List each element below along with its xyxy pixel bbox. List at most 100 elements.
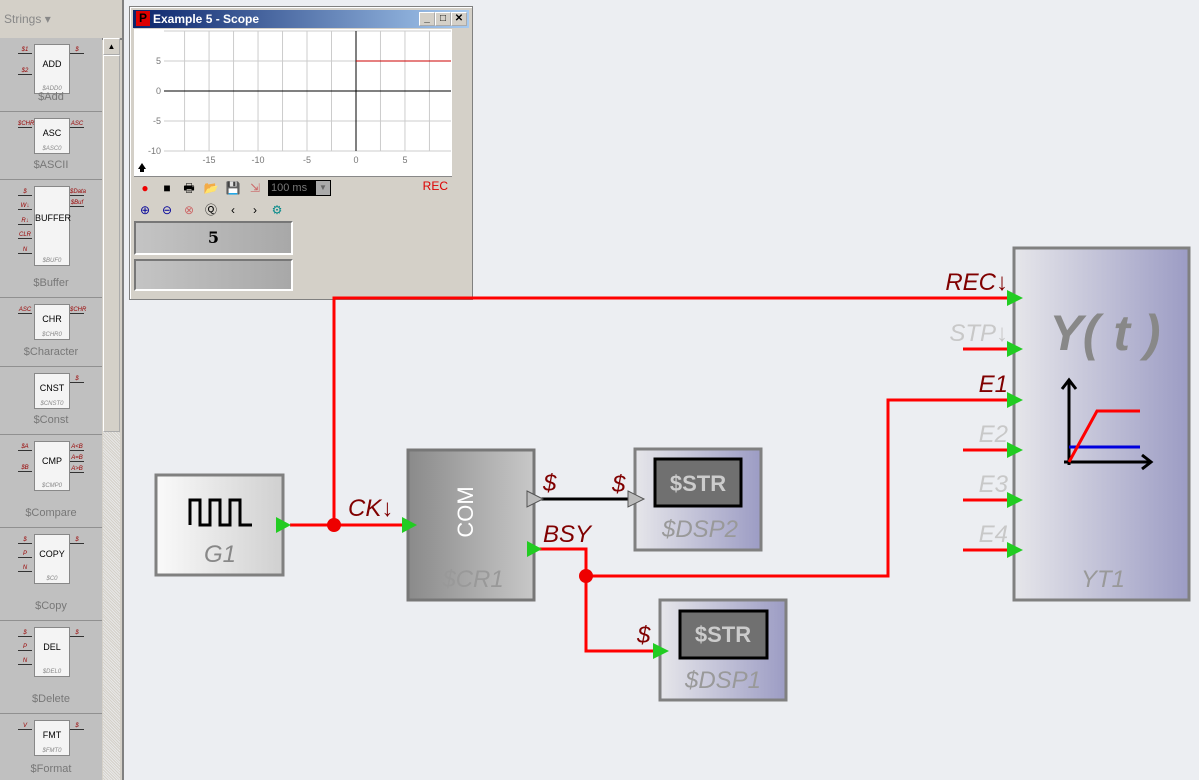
output-pin-label: A<B <box>70 444 84 451</box>
window-title: Example 5 - Scope <box>153 12 260 26</box>
string-input-pin[interactable] <box>627 490 646 508</box>
palette-item-label: $ASCII <box>33 159 69 171</box>
export-icon[interactable]: ⇲ <box>249 181 261 195</box>
palette-scrollbar[interactable]: ▲ <box>103 38 120 780</box>
string-output-pin[interactable] <box>526 490 545 508</box>
x-tick-label: 0 <box>353 155 358 165</box>
close-button[interactable]: ✕ <box>451 12 467 26</box>
block-icon: CMP$CMP0 <box>34 441 70 491</box>
input-pin-label: $B <box>18 465 32 472</box>
x-tick-label: -5 <box>303 155 311 165</box>
app-logo-icon: P <box>136 11 150 26</box>
output-pin-label: $Data <box>70 189 87 196</box>
print-icon[interactable]: 🖶 <box>183 181 195 195</box>
block-icon: ASC$ASC0 <box>34 118 70 154</box>
block-dsp1[interactable]: $STR $DSP1 $ <box>636 598 788 702</box>
block-g1[interactable]: G1 <box>154 473 291 577</box>
output-pin-label: $ <box>70 537 84 544</box>
title-bar[interactable]: P Example 5 - Scope _ □ ✕ <box>133 10 469 28</box>
output-pin-label: A>B <box>70 466 84 473</box>
block-label: CHR <box>42 313 62 324</box>
input-pin[interactable] <box>1007 442 1023 458</box>
input-pin-label: P <box>18 644 32 651</box>
scroll-up-button[interactable]: ▲ <box>103 38 120 55</box>
input-pin-label: N <box>18 247 32 254</box>
rate-select[interactable]: 100 ms <box>268 180 331 196</box>
input-pin-label: $A <box>18 444 32 451</box>
output-pin[interactable] <box>276 517 291 533</box>
maximize-button[interactable]: □ <box>435 12 451 26</box>
input-pin-label: N <box>18 658 32 665</box>
input-pin-label: $ <box>18 537 32 544</box>
input-pin[interactable] <box>1007 542 1023 558</box>
chart-icon <box>1060 377 1154 471</box>
settings-icon[interactable]: ⚙ <box>271 203 283 217</box>
output-pin-label: $CHR <box>70 307 87 314</box>
block-com[interactable]: COM $CR1 CK↓ $ BSY <box>348 448 593 602</box>
block-sub: $C0 <box>46 576 58 582</box>
zoom-y-plus-icon[interactable]: ⊕ <box>139 203 151 217</box>
block-icon: BUFFER$BUF0 <box>34 186 71 266</box>
palette-item-label: $Character <box>23 346 79 358</box>
palette-item-add[interactable]: ADD$ADD0$1$2$$Add <box>0 38 102 112</box>
zoom-reset-icon[interactable]: Ⓠ <box>204 203 217 217</box>
scroll-right-icon[interactable]: › <box>253 203 257 217</box>
pin-label-bsy: BSY <box>543 521 593 548</box>
x-tick-label: -15 <box>203 155 216 165</box>
category-dropdown[interactable]: Strings ▾ <box>0 0 122 40</box>
block-icon: COPY$C0 <box>34 534 70 584</box>
input-pin-label: $CHR <box>18 121 35 128</box>
pin-label-ck: CK↓ <box>348 495 393 522</box>
zoom-fit-icon[interactable]: ⊗ <box>183 203 195 217</box>
save-icon[interactable]: 💾 <box>225 181 241 195</box>
square-wave-icon <box>188 498 252 527</box>
block-title: Y( t ) <box>1049 305 1160 361</box>
wire-rec[interactable] <box>332 296 1010 525</box>
palette-item-cnst[interactable]: CNST$CNST0$$Const <box>0 367 102 435</box>
output-pin-label: ASC <box>70 121 84 128</box>
bsy-output-pin[interactable] <box>527 541 542 557</box>
y-tick-label: 5 <box>156 56 161 66</box>
block-dsp2[interactable]: $STR $DSP2 $ <box>611 447 763 552</box>
wire-bsy-e1[interactable] <box>586 398 1010 578</box>
input-pin[interactable] <box>1007 290 1023 306</box>
block-icon: CHR$CHR0 <box>34 304 70 340</box>
input-pin[interactable] <box>1007 492 1023 508</box>
pin-label: $ <box>636 622 651 649</box>
block-label: DEL <box>43 642 61 653</box>
chevron-down-icon[interactable]: ▼ <box>316 181 330 195</box>
palette-item-asc[interactable]: ASC$ASC0$CHR ASC $ASCII <box>0 112 102 180</box>
y-tick-label: 0 <box>156 86 161 96</box>
ck-input-pin[interactable] <box>402 517 417 533</box>
palette-item-label: $Const <box>33 414 69 426</box>
zoom-y-minus-icon[interactable]: ⊖ <box>161 203 173 217</box>
input-pin[interactable] <box>1007 392 1023 408</box>
wire-bsy-dsp1[interactable] <box>535 547 655 653</box>
open-folder-icon[interactable]: 📂 <box>203 181 219 195</box>
scroll-thumb[interactable] <box>103 55 120 432</box>
minimize-button[interactable]: _ <box>419 12 435 26</box>
x-tick-label: -10 <box>252 155 265 165</box>
pin-label: STP↓ <box>949 320 1008 347</box>
record-icon[interactable]: ● <box>141 181 149 195</box>
input-pin-label: W↓ <box>18 203 32 211</box>
block-label: FMT <box>42 729 62 740</box>
input-pin[interactable] <box>653 643 669 659</box>
junction-node <box>327 518 341 532</box>
y-tick-label: -10 <box>148 146 161 156</box>
display-text: $STR <box>695 622 751 647</box>
input-pin[interactable] <box>1007 341 1023 357</box>
scroll-left-icon[interactable]: ‹ <box>231 203 235 217</box>
stop-icon[interactable]: ■ <box>163 181 171 195</box>
block-label: CMP <box>42 456 62 467</box>
